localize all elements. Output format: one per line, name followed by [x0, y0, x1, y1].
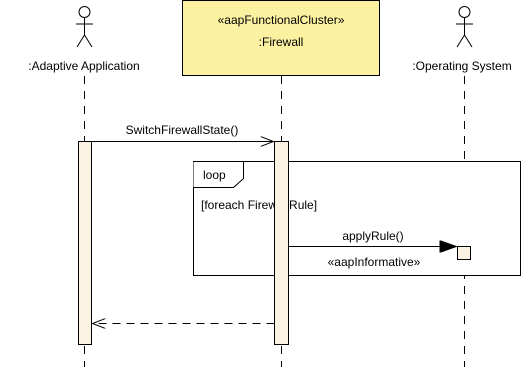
loop-operator-tab [193, 161, 244, 188]
actor-icon [456, 6, 473, 48]
participant-label-operating-system: :Operating System [412, 59, 511, 73]
loop-guard: [foreach FirewallRule] [201, 198, 317, 212]
firewall-stereotype: «aapFunctionalCluster» [218, 13, 345, 27]
message-label-switch-firewall-state: SwitchFirewallState() [126, 123, 239, 137]
activation-bar-adaptive-application [78, 141, 92, 345]
message-label-apply-rule: applyRule() [342, 229, 403, 243]
participant-label-firewall: :Firewall [259, 35, 304, 49]
message-stereotype-apply-rule: «aapInformative» [328, 255, 421, 269]
activation-bar-firewall [274, 141, 289, 345]
participant-label-adaptive-application: :Adaptive Application [28, 59, 139, 73]
firewall-component-box [182, 0, 380, 76]
actor-icon [76, 6, 93, 48]
activation-bar-operating-system [457, 246, 471, 260]
loop-operator-label: loop [203, 168, 226, 182]
